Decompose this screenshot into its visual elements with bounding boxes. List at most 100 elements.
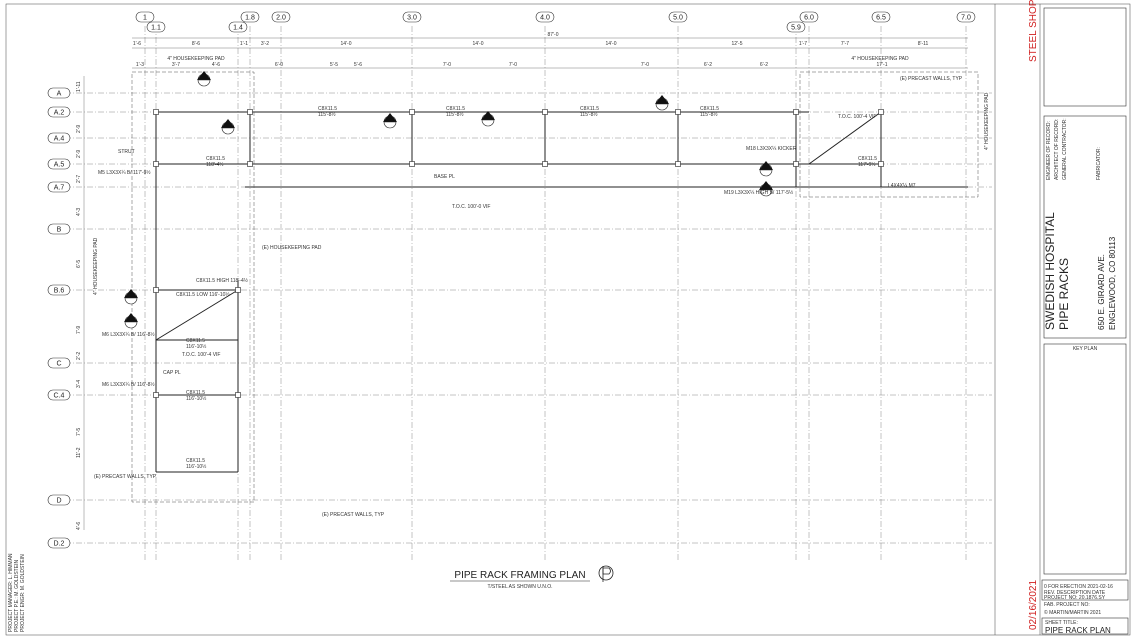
top-dim: 3'-2 [261, 41, 269, 47]
elev-1179-1: 117'-9½ [858, 161, 876, 168]
grid-bubble-row-A.4: A.4 [47, 132, 71, 144]
c8-std-3: C8X11.5 [580, 106, 599, 112]
section-marker-icon [124, 313, 138, 329]
grid-bubble-row-A.7: A.7 [47, 181, 71, 193]
grid-bubble-row-C: C [47, 357, 71, 369]
column-plate [793, 161, 799, 167]
grid-col-label: 1 [143, 15, 147, 22]
record-box [1043, 115, 1127, 339]
second-dim: 7'-0 [641, 62, 649, 68]
grid-col-label: 1.8 [245, 15, 255, 22]
grid-row-label: D [56, 498, 61, 505]
grid-bubble-col-7.0: 7.0 [956, 11, 976, 23]
grid-bubble-row-B.6: B.6 [47, 284, 71, 296]
grid-bubble-col-5.9: 5.9 [786, 21, 806, 33]
top-dim: 1'-6 [133, 41, 141, 47]
column-plate [247, 109, 253, 115]
housekeeping-pad-outline [131, 71, 255, 503]
grid-row-label: A.2 [54, 110, 65, 117]
grid-col-label: 1.1 [151, 25, 161, 32]
top-dim: 8'-6 [192, 41, 200, 47]
grid-bubble-row-A.5: A.5 [47, 158, 71, 170]
c8-std-8: C8X11.5 [186, 390, 205, 396]
c8-std-2: C8X11.5 [446, 106, 465, 112]
top-dim: 14'-0 [341, 41, 352, 47]
grid-row-label: A [57, 91, 62, 98]
record-line-1: ARCHITECT OF RECORD: [1054, 119, 1060, 180]
m6b-label: M6 L3X3X¼ B/ 116'-8½ [102, 381, 155, 388]
grid-bubble-col-6.5: 6.5 [871, 11, 891, 23]
column-plate [153, 287, 159, 293]
hp-right-vertical: 4" HOUSEKEEPING PAD [984, 92, 990, 150]
toc-note-2: T.O.C. 100'-4 VIF [182, 352, 220, 358]
grid-bubble-col-1.8: 1.8 [240, 11, 260, 23]
left-dim: 7'-9 [76, 326, 82, 334]
left-dim: 2'-7 [76, 175, 82, 183]
grid-row-label: D.2 [54, 541, 65, 548]
record-line-3: FABRICATOR: [1096, 147, 1102, 180]
hp-left-vertical: 4" HOUSEKEEPING PAD [93, 237, 99, 295]
column-plate [153, 161, 159, 167]
left-margin-2: PROJECT ENGR: M. GOLDSTEIN [20, 554, 26, 632]
project-name-1: SWEDISH HOSPITAL [1043, 212, 1057, 330]
grid-bubble-row-D: D [47, 494, 71, 506]
toc-note-3: T.O.C. 100'-4 VIF [838, 114, 876, 120]
hp-existing: (E) HOUSEKEEPING PAD [262, 245, 322, 251]
second-dim: 6'-2 [704, 62, 712, 68]
top-dim: 8'-11 [918, 41, 929, 47]
grid-col-label: 5.0 [673, 15, 683, 22]
left-dim: 2'-9 [76, 150, 82, 158]
left-margin-1: PROJECT P.E.: M. GOLDSTEIN [14, 560, 20, 632]
section-marker-icon [759, 161, 773, 177]
left-dim: 4'-6 [76, 522, 82, 530]
stamp-box [1043, 7, 1127, 107]
grid-bubble-col-4.0: 4.0 [535, 11, 555, 23]
key-plan-box [1043, 343, 1127, 575]
cap-label: CAP PL [163, 370, 181, 376]
top-dim: 14'-0 [606, 41, 617, 47]
grid-bubble-row-A: A [47, 87, 71, 99]
beam-member [808, 111, 882, 165]
project-no: PROJECT NO: 20.1876.SY [1044, 595, 1106, 601]
second-dim: 6'-2 [760, 62, 768, 68]
section-marker-icon [124, 289, 138, 305]
column-plate [153, 109, 159, 115]
c8-high-label: C8X11.5 HIGH 118'-4½ [196, 277, 249, 284]
elev-1158-4: 115'-8½ [700, 111, 718, 118]
drawing-title: PIPE RACK FRAMING PLAN [454, 570, 585, 581]
section-marker-icon [221, 119, 235, 135]
elev-1184-1: 118'-4½ [206, 161, 224, 168]
grid-bubble-row-A.2: A.2 [47, 106, 71, 118]
left-dim: 2'-9 [76, 125, 82, 133]
grid-col-label: 3.0 [407, 15, 417, 22]
strut-label: STRUT [118, 149, 135, 155]
column-plate [793, 109, 799, 115]
left-dim: 6'-5 [76, 260, 82, 268]
revision-box [1041, 579, 1129, 601]
section-marker-icon [655, 95, 669, 111]
m19-label: M19 L3X3X¼ HIGH B/ 117'-5½ [724, 189, 794, 196]
section-marker-icon [383, 113, 397, 129]
grid-col-label: 4.0 [540, 15, 550, 22]
column-plate [878, 161, 884, 167]
rev-header: REV. DESCRIPTION DATE [1044, 590, 1106, 596]
column-plate [675, 109, 681, 115]
section-marker-icon [197, 71, 211, 87]
grid-bubble-col-2.0: 2.0 [271, 11, 291, 23]
second-dim: 1'-3 [136, 62, 144, 68]
c8-std-9: C8X11.5 [186, 458, 205, 464]
c8-std-1: C8X11.5 [318, 106, 337, 112]
second-dim: 5'-5 [330, 62, 338, 68]
second-dim: 7'-0 [443, 62, 451, 68]
top-dim: 1'-7 [799, 41, 807, 47]
beam-layer [131, 71, 979, 503]
overall-dimension: 87'-0 [548, 32, 559, 38]
elev-1158-3: 115'-8½ [580, 111, 598, 118]
grid-col-label: 2.0 [276, 15, 286, 22]
column-plate [542, 161, 548, 167]
left-margin-0: PROJECT MANAGER: L. HIMMAN [8, 553, 14, 632]
